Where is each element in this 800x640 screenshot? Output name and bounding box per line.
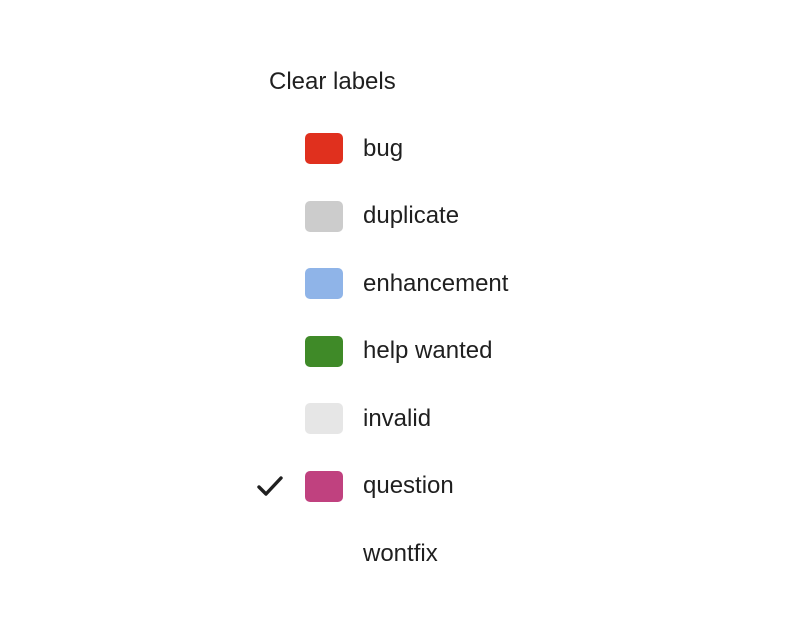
label-color-swatch — [305, 268, 343, 300]
label-item-enhancement[interactable]: enhancement — [255, 250, 575, 318]
check-slot — [255, 471, 305, 501]
label-name: duplicate — [363, 202, 460, 230]
label-item-duplicate[interactable]: duplicate — [255, 183, 575, 251]
label-item-bug[interactable]: bug — [255, 115, 575, 183]
check-slot — [255, 269, 305, 299]
label-color-swatch — [305, 403, 343, 435]
label-color-swatch — [305, 133, 343, 165]
label-item-help-wanted[interactable]: help wanted — [255, 318, 575, 386]
label-name: help wanted — [363, 337, 493, 365]
label-name: question — [363, 472, 454, 500]
check-slot — [255, 404, 305, 434]
label-color-swatch — [305, 200, 343, 232]
label-name: enhancement — [363, 269, 509, 297]
clear-labels-button[interactable]: Clear labels — [269, 68, 396, 95]
label-item-question[interactable]: question — [255, 453, 575, 521]
label-name: invalid — [363, 404, 432, 432]
check-slot — [255, 539, 305, 569]
labels-menu: Clear labels bug duplicate enhancement h… — [255, 48, 575, 588]
label-name: wontfix — [363, 539, 438, 567]
label-list: bug duplicate enhancement help wanted in… — [255, 115, 575, 588]
check-icon — [257, 476, 283, 496]
check-slot — [255, 336, 305, 366]
label-item-wontfix[interactable]: wontfix — [255, 520, 575, 588]
label-color-swatch — [305, 470, 343, 502]
label-color-swatch — [305, 538, 343, 569]
label-item-invalid[interactable]: invalid — [255, 385, 575, 453]
check-slot — [255, 201, 305, 231]
label-name: bug — [363, 134, 404, 162]
label-color-swatch — [305, 335, 343, 367]
check-slot — [255, 134, 305, 164]
